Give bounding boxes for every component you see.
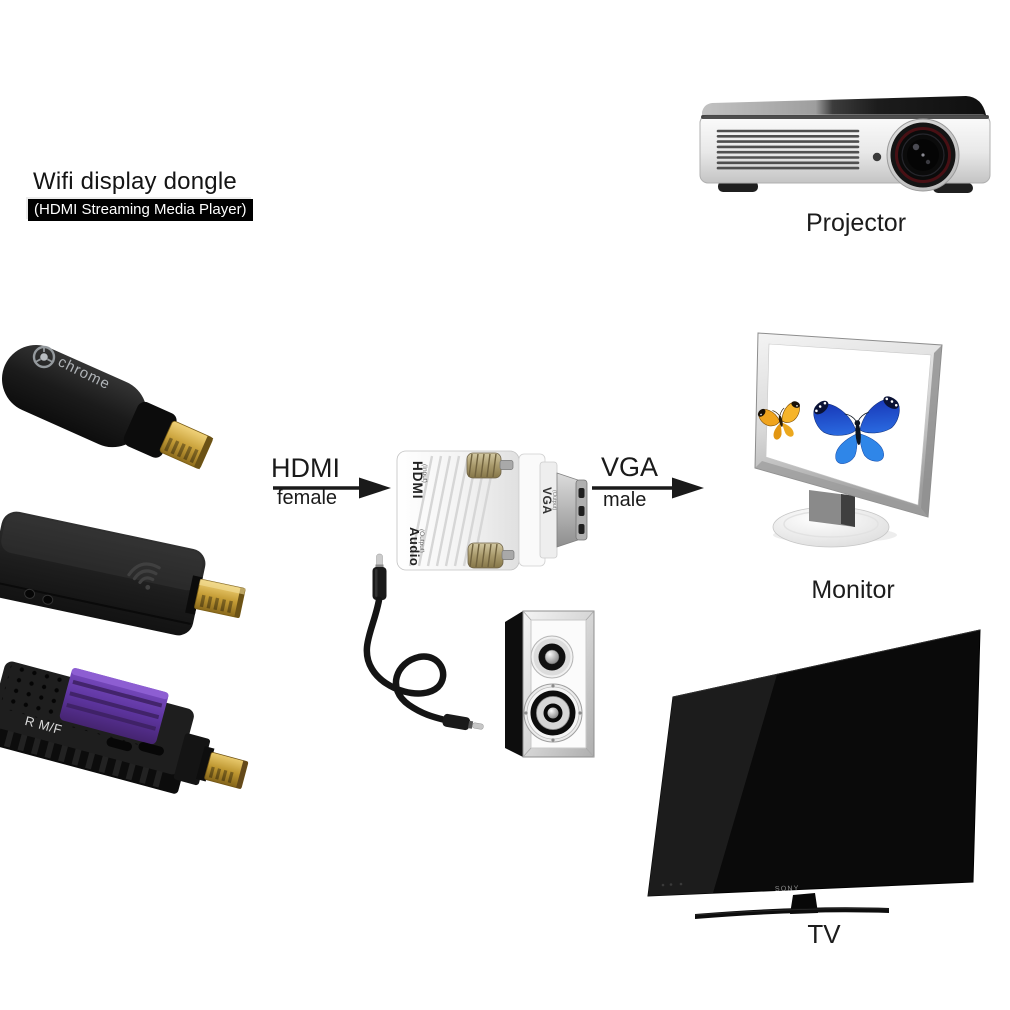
adapter-audio-note: (Output) xyxy=(418,529,425,553)
dongle-button xyxy=(42,594,54,605)
audio-jack-icon xyxy=(442,713,484,731)
heatsink-notches xyxy=(0,725,164,788)
audio-cable-image xyxy=(363,553,484,731)
hdmi-connector-icon xyxy=(204,752,249,789)
hdmi-connector-icon xyxy=(194,579,246,618)
wifi-dongle-body xyxy=(0,511,246,636)
projector-image xyxy=(699,96,991,193)
tweeter-icon xyxy=(530,635,574,679)
chromecast-dongle-image: chrome xyxy=(2,345,214,470)
speaker-side xyxy=(505,611,523,757)
hdmi-connector-icon xyxy=(159,420,214,470)
projector-label: Projector xyxy=(805,209,907,237)
vga-male-arrow xyxy=(592,477,704,499)
thumbscrew-icon xyxy=(467,542,515,569)
purple-cap xyxy=(59,667,169,745)
arrow-head-icon xyxy=(359,477,391,499)
hdmi-gender-label: female xyxy=(277,487,338,509)
tv-image: SONY xyxy=(647,629,981,919)
tv-brand-text: SONY xyxy=(775,885,800,893)
thumbscrew-icon xyxy=(466,452,514,479)
page-title: Wifi display dongle xyxy=(33,168,237,195)
tv-stand-base xyxy=(695,907,889,919)
blue-butterfly-icon xyxy=(813,396,900,464)
monitor-label: Monitor xyxy=(811,576,895,604)
tv-label: TV xyxy=(807,919,841,949)
rf-dongle-body: R M/F xyxy=(0,661,249,794)
title-subtitle-badge: (HDMI Streaming Media Player) xyxy=(28,199,253,221)
tv-screen-reflection xyxy=(648,674,777,896)
projector-lens-icon xyxy=(886,118,960,192)
audio-cable-wire xyxy=(363,596,449,724)
tv-indicator-lights xyxy=(661,882,683,887)
rf-dongle-image: R M/F xyxy=(0,661,249,794)
projector-ir-sensor xyxy=(872,152,882,162)
vga-connector-icon xyxy=(556,472,588,548)
adapter-hdmi-note: (Input) xyxy=(421,464,428,483)
chrome-logo-icon xyxy=(32,345,56,369)
hdmi-flow-label: HDMI xyxy=(271,453,340,483)
monitor-image xyxy=(754,332,943,548)
adapter-audio-marking: Audio xyxy=(407,527,422,566)
wifi-dongle-image xyxy=(0,511,246,636)
monitor-neck xyxy=(809,490,855,527)
vga-flow-label: VGA xyxy=(601,452,659,482)
dongle-button xyxy=(24,588,36,599)
vga-gender-label: male xyxy=(603,489,647,511)
speaker-image xyxy=(505,610,595,758)
adapter-hdmi-marking: HDMI xyxy=(410,461,425,500)
adapter-vga-note: (Output) xyxy=(551,490,557,510)
orange-butterfly-icon xyxy=(757,401,801,440)
woofer-icon xyxy=(523,683,583,743)
title-block: Wifi display dongle (HDMI Streaming Medi… xyxy=(28,168,253,221)
audio-jack-icon xyxy=(372,553,387,600)
adapter-vga-marking: VGA xyxy=(540,487,554,515)
wifi-icon xyxy=(127,562,161,590)
arrow-head-icon xyxy=(672,477,704,499)
chromecast-body xyxy=(2,345,214,470)
projector-vents xyxy=(716,129,860,170)
hdmi-female-arrow xyxy=(273,477,391,499)
hdmi-vga-adapter-image: HDMI (Input) Audio (Output) VGA (Output) xyxy=(396,450,588,571)
